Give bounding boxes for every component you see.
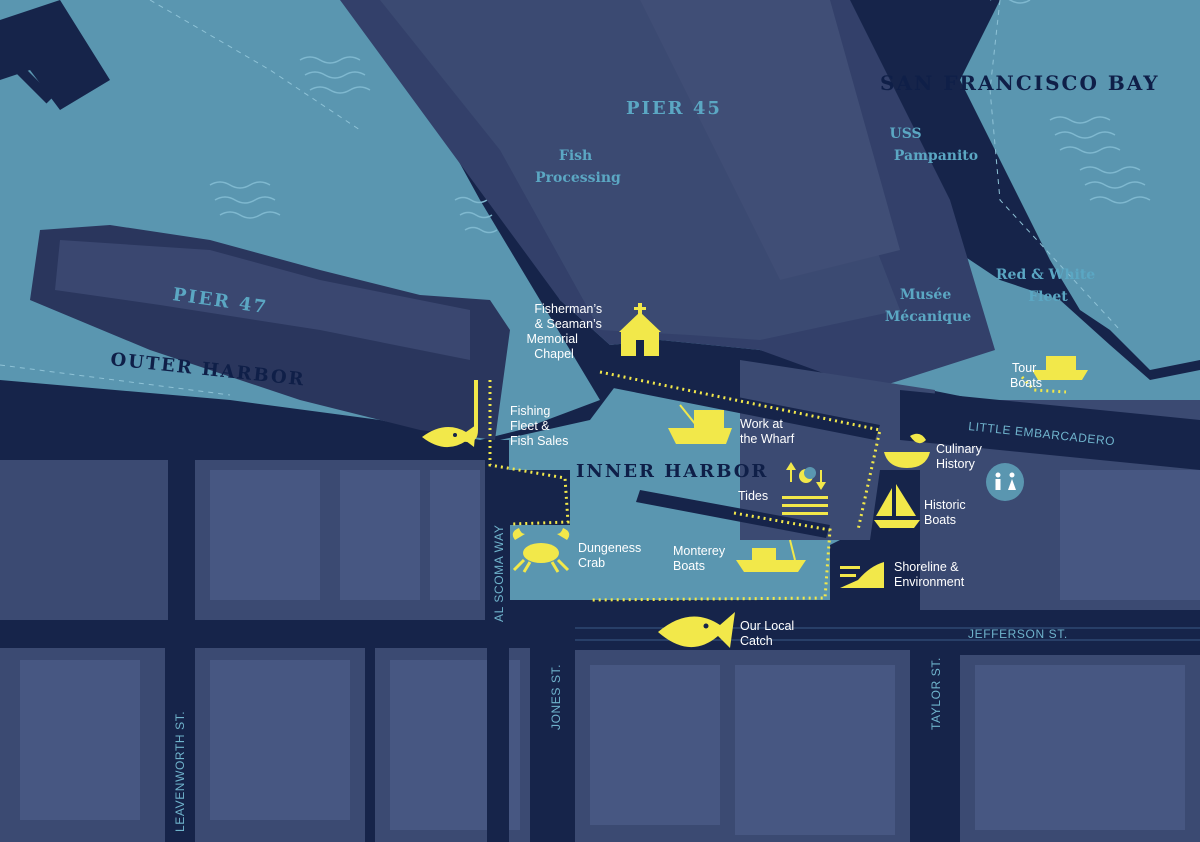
dungeness-crab-label[interactable]: Dungeness Crab xyxy=(578,541,645,570)
building-shading xyxy=(20,470,1200,835)
wave-ornaments xyxy=(209,0,1151,234)
upper-right-water xyxy=(960,0,1200,370)
fish-processing-label: Fish Processing xyxy=(535,148,621,186)
pier-45-label: PIER 45 xyxy=(626,98,722,119)
sailboat-icon xyxy=(874,484,920,528)
historic-boats-label[interactable]: Historic Boats xyxy=(924,498,969,527)
work-boat-icon xyxy=(668,404,732,444)
shoreline-label[interactable]: Shoreline & Environment xyxy=(894,560,965,589)
jefferson-street-label: JEFFERSON ST. xyxy=(968,627,1068,641)
pier-47-shed xyxy=(55,240,470,360)
bowl-icon xyxy=(884,433,930,468)
streets xyxy=(0,390,1200,842)
top-left-pilings xyxy=(6,47,84,104)
inner-harbor-docks xyxy=(598,370,880,538)
chapel-label[interactable]: Fisherman’s & Seaman’s Memorial Chapel xyxy=(527,302,606,361)
tour-boats-label[interactable]: Tour Boats xyxy=(1010,361,1042,390)
jones-street-label: JONES ST. xyxy=(549,664,563,730)
fish-hook-icon xyxy=(422,380,478,448)
shoreline-icon xyxy=(840,562,884,588)
monterey-boat-icon xyxy=(736,539,806,572)
tides-label[interactable]: Tides xyxy=(738,489,768,503)
musee-mecanique-label: Musée Mécanique xyxy=(885,287,971,325)
pier-45-inner-shed xyxy=(640,0,900,280)
fishing-fleet-label[interactable]: Fishing Fleet & Fish Sales xyxy=(510,404,568,448)
uss-pampanito-label: USS Pampanito xyxy=(890,126,979,164)
restroom-icon xyxy=(986,463,1024,501)
culinary-history-label[interactable]: Culinary History xyxy=(936,442,985,471)
bay-label: SAN FRANCISCO BAY xyxy=(880,71,1160,95)
ferry-icon xyxy=(1032,356,1088,380)
channel-lines xyxy=(0,0,1121,396)
red-white-fleet-label: Red & White Fleet xyxy=(996,267,1100,305)
al-scoma-way-label: AL SCOMA WAY xyxy=(492,525,506,622)
tides-icon xyxy=(782,462,828,515)
leavenworth-street-label: LEAVENWORTH ST. xyxy=(173,711,187,832)
walking-path xyxy=(488,370,1067,602)
inner-harbor-label: INNER HARBOR xyxy=(576,461,768,482)
our-local-catch-label[interactable]: Our Local Catch xyxy=(740,619,798,648)
taylor-street-label: TAYLOR ST. xyxy=(929,657,943,730)
monterey-boats-label[interactable]: Monterey Boats xyxy=(673,544,729,573)
chapel-icon xyxy=(619,303,661,356)
crab-icon xyxy=(512,528,570,573)
fish-icon xyxy=(658,612,735,648)
work-at-wharf-label[interactable]: Work at the Wharf xyxy=(740,417,795,446)
